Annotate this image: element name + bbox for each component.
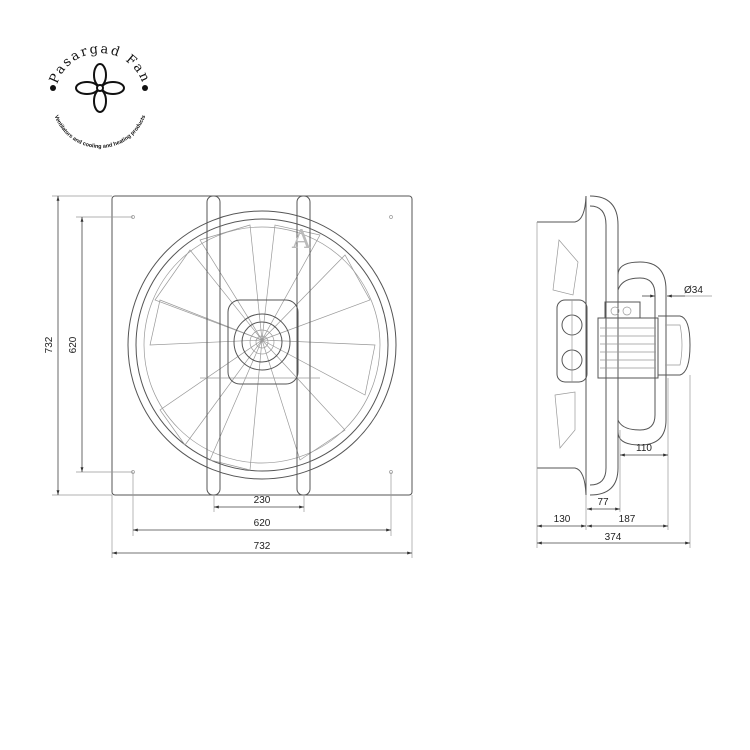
dim-height-620: 620 [68, 336, 79, 353]
logo-tagline: Ventilators and cooling and heating prod… [53, 114, 147, 150]
watermark-icon: A [291, 225, 312, 255]
fan-icon [75, 63, 125, 113]
dim-110: 110 [636, 443, 652, 454]
dim-374: 374 [605, 532, 622, 543]
dim-187: 187 [619, 514, 636, 525]
dim-130: 130 [554, 514, 571, 525]
pasargad-fan-logo: Pasargad Fan Ventilators and cooling and… [47, 42, 151, 150]
dim-diameter-34: Ø34 [684, 285, 703, 296]
dim-width-230: 230 [254, 495, 271, 506]
dim-width-732: 732 [254, 541, 271, 552]
side-hub [552, 239, 588, 449]
dim-width-620: 620 [254, 518, 271, 529]
side-view: Ø34 110 77 130 187 374 [536, 195, 712, 548]
dim-height-732: 732 [44, 336, 55, 353]
front-view: A 732 620 230 620 732 [44, 195, 413, 558]
dim-77: 77 [597, 497, 609, 508]
motor [227, 299, 299, 385]
fan-blades [149, 224, 376, 471]
